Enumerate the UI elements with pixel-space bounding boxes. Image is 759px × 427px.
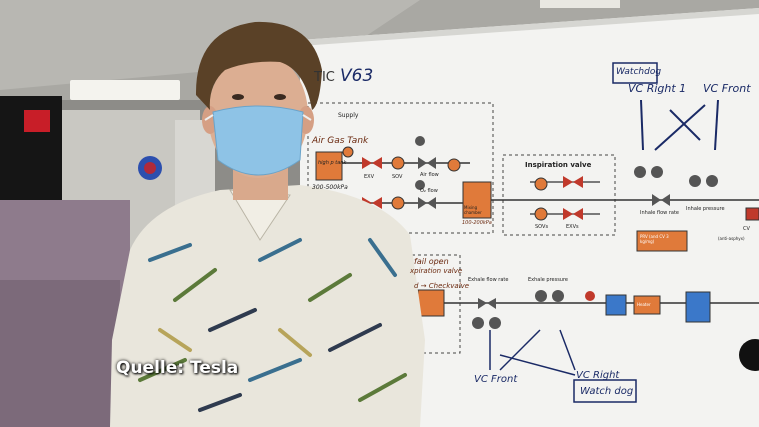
cv-label: CV — [743, 226, 750, 232]
hand-vc-right-top: VC Right 1 — [628, 82, 687, 95]
hand-vc-right-bottom: VC Right — [576, 370, 620, 381]
sov-label: SOV — [392, 174, 403, 180]
hand-check-valve: d → Checkvalve — [414, 282, 470, 290]
exvs-label: EXVs — [566, 224, 579, 230]
exv-label: EXV — [364, 174, 375, 180]
heater-label: Heater — [637, 302, 651, 307]
exhale-flow-rate-label: Exhale flow rate — [468, 277, 509, 283]
hand-expiration-valve: xpiration valve — [410, 267, 463, 275]
cv-sub-label: (anti-asphyx) — [718, 236, 745, 241]
hand-mixing-note: 100-200kPa — [462, 220, 492, 226]
source-caption: Quelle: Tesla — [116, 358, 239, 378]
hand-vc-front-top: VC Front — [703, 82, 751, 95]
prv-label: PRV (and CV 3 kg/mg) — [640, 234, 669, 244]
hand-high-p-tank: high p tank — [318, 160, 347, 166]
whiteboard-title: V63 — [340, 66, 374, 86]
hand-vc-front-bottom: VC Front — [474, 374, 518, 385]
air-flow-label: Air flow — [420, 172, 439, 178]
inhale-flow-rate-label: Inhale flow rate — [640, 210, 679, 216]
mixing-chamber-label: Mixing chamber — [464, 205, 482, 215]
sovs-label: SOVs — [535, 224, 549, 230]
hand-watchdog-top: Watchdog — [616, 67, 662, 77]
hand-watchdog-bottom: Watch dog — [580, 386, 634, 397]
o2-flow-label: O₂ flow — [420, 188, 438, 194]
hand-300-500: 300-500kPa — [312, 184, 348, 191]
exhale-pressure-label: Exhale pressure — [528, 277, 569, 283]
inspiration-valve-label: Inspiration valve — [525, 161, 592, 169]
hand-air-gas-tank: Air Gas Tank — [312, 136, 369, 146]
supply-label: Supply — [338, 112, 359, 119]
hand-fail-open: fail open — [414, 257, 449, 266]
whiteboard-title-prefix: TIC — [314, 70, 335, 85]
inhale-pressure-label: Inhale pressure — [686, 206, 725, 212]
